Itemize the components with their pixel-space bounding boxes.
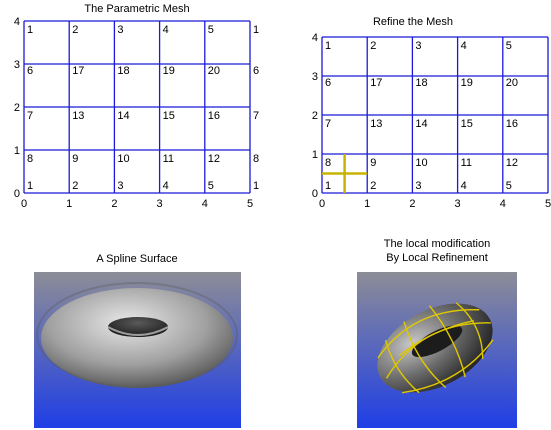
mesh-vertex-label: 11: [461, 157, 472, 169]
mesh-vertex-label: 3: [415, 180, 421, 192]
spline-surface-render: [34, 272, 241, 428]
mesh-vertex-label: 8: [253, 153, 259, 165]
y-tick-label: 4: [312, 32, 318, 44]
mesh-vertex-label: 7: [253, 110, 259, 122]
mesh-vertex-label: 19: [461, 77, 473, 89]
mesh-vertex-label: 5: [506, 180, 512, 192]
refine-mesh-grid: 0123450123412345161718192067131415167891…: [312, 32, 551, 210]
x-tick-label: 2: [111, 198, 117, 210]
local-modification-title-line2: By Local Refinement: [386, 252, 488, 264]
mesh-vertex-label: 1: [27, 24, 33, 36]
mesh-vertex-label: 5: [208, 24, 214, 36]
mesh-vertex-label: 15: [461, 118, 473, 130]
mesh-vertex-label: 4: [461, 180, 467, 192]
mesh-vertex-label: 1: [27, 180, 33, 192]
mesh-vertex-label: 14: [117, 110, 129, 122]
x-tick-label: 4: [500, 198, 506, 210]
mesh-vertex-label: 18: [415, 77, 427, 89]
y-tick-label: 0: [312, 188, 318, 200]
y-tick-label: 3: [312, 71, 318, 83]
local-refinement-render: [357, 272, 517, 428]
mesh-vertex-label: 20: [208, 65, 220, 77]
parametric-mesh-title: The Parametric Mesh: [84, 3, 189, 15]
mesh-vertex-label: 18: [117, 65, 129, 77]
y-tick-label: 1: [312, 149, 318, 161]
mesh-vertex-label: 13: [72, 110, 84, 122]
mesh-vertex-label: 2: [72, 180, 78, 192]
y-tick-label: 3: [14, 59, 20, 71]
mesh-vertex-label: 6: [325, 77, 331, 89]
mesh-vertex-label: 10: [117, 153, 129, 165]
x-tick-label: 3: [455, 198, 461, 210]
x-tick-label: 5: [247, 198, 253, 210]
mesh-vertex-label: 20: [506, 77, 518, 89]
mesh-vertex-label: 16: [208, 110, 220, 122]
mesh-vertex-label: 2: [370, 40, 376, 52]
y-tick-label: 2: [312, 110, 318, 122]
x-tick-label: 4: [202, 198, 208, 210]
y-tick-label: 4: [14, 16, 20, 28]
mesh-vertex-label: 5: [506, 40, 512, 52]
mesh-vertex-label: 17: [72, 65, 84, 77]
mesh-vertex-label: 12: [208, 153, 220, 165]
y-tick-label: 0: [14, 188, 20, 200]
mesh-vertex-label: 1: [253, 24, 259, 36]
mesh-vertex-label: 7: [27, 110, 33, 122]
y-tick-label: 1: [14, 145, 20, 157]
mesh-vertex-label: 12: [506, 157, 518, 169]
x-tick-label: 3: [157, 198, 163, 210]
x-tick-label: 1: [66, 198, 72, 210]
mesh-vertex-label: 10: [415, 157, 427, 169]
x-tick-label: 1: [364, 198, 370, 210]
mesh-vertex-label: 13: [370, 118, 382, 130]
mesh-vertex-label: 7: [325, 118, 331, 130]
mesh-vertex-label: 8: [325, 157, 331, 169]
mesh-vertex-label: 9: [370, 157, 376, 169]
mesh-vertex-label: 6: [253, 65, 259, 77]
x-tick-label: 5: [545, 198, 551, 210]
mesh-vertex-label: 1: [325, 180, 331, 192]
spline-surface-title: A Spline Surface: [96, 253, 177, 265]
mesh-vertex-label: 4: [461, 40, 467, 52]
mesh-vertex-label: 15: [163, 110, 175, 122]
mesh-vertex-label: 3: [117, 24, 123, 36]
mesh-vertex-label: 17: [370, 77, 382, 89]
mesh-vertex-label: 16: [506, 118, 518, 130]
mesh-vertex-label: 11: [163, 153, 174, 165]
refine-mesh-title: Refine the Mesh: [373, 16, 453, 28]
mesh-vertex-label: 1: [253, 180, 259, 192]
mesh-vertex-label: 19: [163, 65, 175, 77]
mesh-vertex-label: 1: [325, 40, 331, 52]
x-tick-label: 0: [319, 198, 325, 210]
mesh-vertex-label: 6: [27, 65, 33, 77]
mesh-vertex-label: 3: [117, 180, 123, 192]
mesh-vertex-label: 9: [72, 153, 78, 165]
mesh-vertex-label: 14: [415, 118, 427, 130]
y-tick-label: 2: [14, 102, 20, 114]
x-tick-label: 0: [21, 198, 27, 210]
mesh-vertex-label: 5: [208, 180, 214, 192]
mesh-vertex-label: 2: [370, 180, 376, 192]
mesh-vertex-label: 8: [27, 153, 33, 165]
mesh-vertex-label: 4: [163, 24, 169, 36]
x-tick-label: 2: [409, 198, 415, 210]
mesh-vertex-label: 4: [163, 180, 169, 192]
local-modification-title-line1: The local modification: [384, 238, 490, 250]
mesh-vertex-label: 3: [415, 40, 421, 52]
mesh-vertex-label: 2: [72, 24, 78, 36]
